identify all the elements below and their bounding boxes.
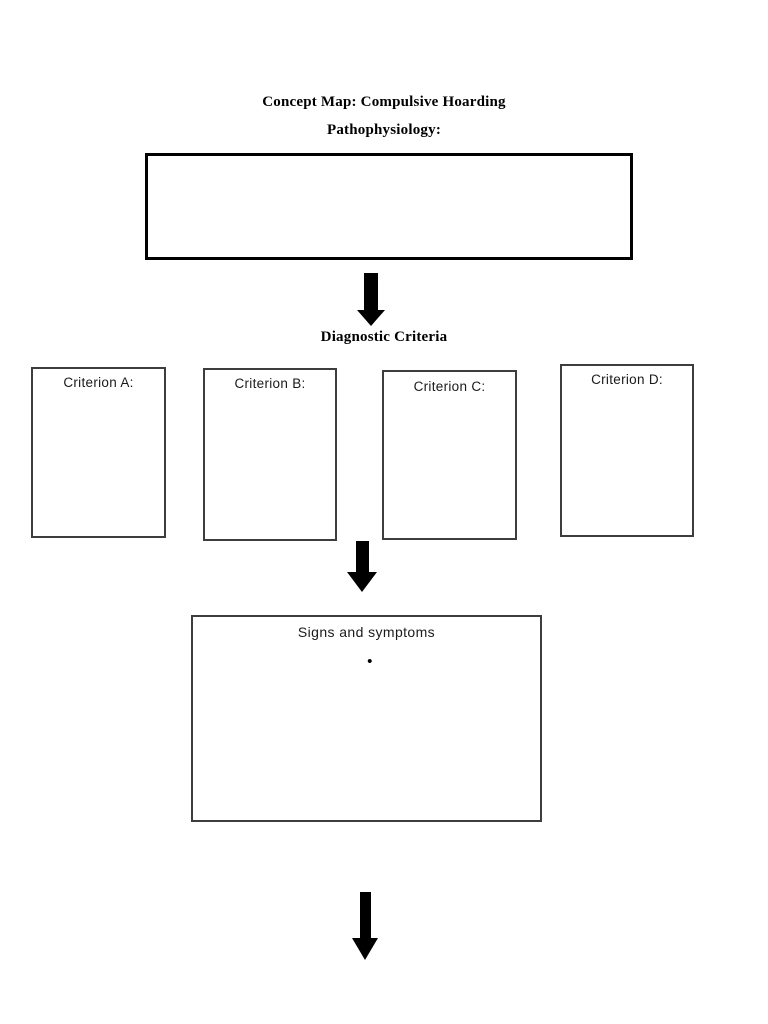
criterion-d-box: Criterion D: — [560, 364, 694, 537]
criterion-a-box: Criterion A: — [31, 367, 166, 538]
pathophysiology-label: Pathophysiology: — [326, 122, 442, 138]
down-arrow-icon — [357, 273, 385, 326]
down-arrow-icon — [352, 892, 378, 960]
arrow-shaft — [359, 892, 371, 938]
arrow-head — [357, 310, 385, 326]
page-title: Concept Map: Compulsive Hoarding — [262, 94, 506, 110]
bullet-point-icon: • — [367, 653, 373, 670]
criterion-a-label: Criterion A: — [63, 375, 134, 390]
criterion-d-label: Criterion D: — [591, 372, 663, 387]
arrow-head — [352, 938, 378, 960]
down-arrow-icon — [347, 541, 377, 592]
arrow-head — [347, 572, 377, 592]
arrow-shaft — [355, 541, 369, 572]
arrow-shaft — [364, 273, 378, 310]
signs-and-symptoms-label: Signs and symptoms — [297, 624, 436, 640]
signs-and-symptoms-box: Signs and symptoms • — [191, 615, 542, 822]
criterion-b-box: Criterion B: — [203, 368, 337, 541]
criterion-c-label: Criterion C: — [413, 379, 486, 394]
pathophysiology-box — [145, 153, 633, 260]
diagnostic-criteria-heading: Diagnostic Criteria — [320, 329, 448, 345]
criterion-b-label: Criterion B: — [234, 376, 306, 391]
criterion-c-box: Criterion C: — [382, 370, 517, 540]
